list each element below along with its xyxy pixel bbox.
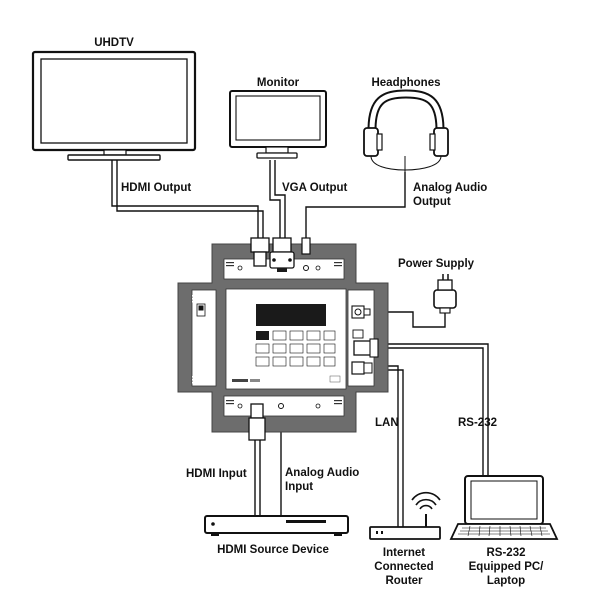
power-cable xyxy=(362,311,446,328)
pc-label-1: RS-232 xyxy=(487,547,526,559)
headphones-left-cup xyxy=(363,127,379,157)
keypad-key xyxy=(272,343,287,354)
keypad-key xyxy=(255,356,270,367)
uhdtv-stand xyxy=(67,154,161,161)
keypad-key xyxy=(323,330,336,341)
keypad-key xyxy=(289,330,304,341)
uhdtv-device xyxy=(31,50,197,161)
bottom-connectors xyxy=(237,403,321,441)
analog-audio-output-label-2: Output xyxy=(413,196,451,208)
monitor-stand xyxy=(256,152,298,159)
hdmi-output-label: HDMI Output xyxy=(121,182,191,194)
rs232-plug xyxy=(353,340,373,356)
laptop-keys xyxy=(458,525,550,537)
hdmi-source-device-label: HDMI Source Device xyxy=(217,544,329,556)
lan-label: LAN xyxy=(375,417,399,429)
right-connectors xyxy=(351,305,379,375)
router-body xyxy=(369,526,441,540)
power-supply-label: Power Supply xyxy=(398,258,475,270)
pc-label-3: Laptop xyxy=(487,575,525,587)
lan-plug xyxy=(351,361,365,375)
lcd-display xyxy=(256,304,326,326)
hdmi-output-plug xyxy=(250,237,270,253)
keypad-key xyxy=(256,331,269,340)
keypad-key xyxy=(272,330,287,341)
keypad-key xyxy=(323,356,336,367)
keypad-key xyxy=(255,343,270,354)
headphones-device xyxy=(363,89,449,172)
uhdtv-neck xyxy=(103,149,127,156)
wall-plate-device xyxy=(177,237,389,441)
headphones-right-cup xyxy=(433,127,449,157)
monitor-device xyxy=(229,90,327,159)
hdmi-input-plug xyxy=(250,403,264,419)
hdmi-source-device xyxy=(204,515,349,536)
analog-audio-input-label-2: Input xyxy=(285,481,313,493)
headphones-label: Headphones xyxy=(371,77,440,89)
keypad-key xyxy=(306,356,321,367)
analog-audio-input-label: Analog Audio xyxy=(285,467,359,479)
keypad-key xyxy=(272,356,287,367)
monitor-screen xyxy=(235,95,321,141)
usb-port xyxy=(352,329,364,339)
power-adapter-body xyxy=(433,289,457,309)
keypad-key xyxy=(323,343,336,354)
hdmi-output-cable xyxy=(111,160,259,238)
vga-output-cable xyxy=(269,160,281,238)
labels: UHDTV Monitor Headphones HDMI Output VGA… xyxy=(94,37,544,587)
pc-label-2: Equipped PC/ xyxy=(469,561,545,573)
analog-audio-output-label: Analog Audio xyxy=(413,182,487,194)
keypad-key xyxy=(306,330,321,341)
analog-audio-output-cable xyxy=(305,172,406,238)
keypad xyxy=(255,330,336,367)
audio-output-plug xyxy=(301,237,311,255)
rs232-label: RS-232 xyxy=(458,417,497,429)
source-device-body xyxy=(204,515,349,534)
monitor-label: Monitor xyxy=(257,77,300,89)
top-connectors xyxy=(237,237,321,272)
rs232-cable xyxy=(370,343,489,476)
vent-marks xyxy=(192,262,370,405)
router-label-1: Internet xyxy=(383,547,425,559)
brand-logo xyxy=(232,379,248,382)
keypad-key xyxy=(289,356,304,367)
router-label-2: Connected xyxy=(374,561,433,573)
power-supply-device xyxy=(433,274,457,314)
uhdtv-screen xyxy=(40,58,188,144)
keypad-key xyxy=(289,343,304,354)
vga-output-label: VGA Output xyxy=(282,182,348,194)
laptop-device xyxy=(449,475,559,540)
router-device xyxy=(369,491,441,540)
wifi-icon xyxy=(415,498,437,506)
hdmi-input-label: HDMI Input xyxy=(186,468,247,480)
vga-output-plug xyxy=(272,237,292,253)
keypad-key xyxy=(306,343,321,354)
router-label-3: Router xyxy=(385,575,423,587)
cables xyxy=(111,160,489,527)
uhdtv-label: UHDTV xyxy=(94,37,134,49)
monitor-neck xyxy=(265,146,289,154)
audio-input-jack xyxy=(278,403,284,409)
